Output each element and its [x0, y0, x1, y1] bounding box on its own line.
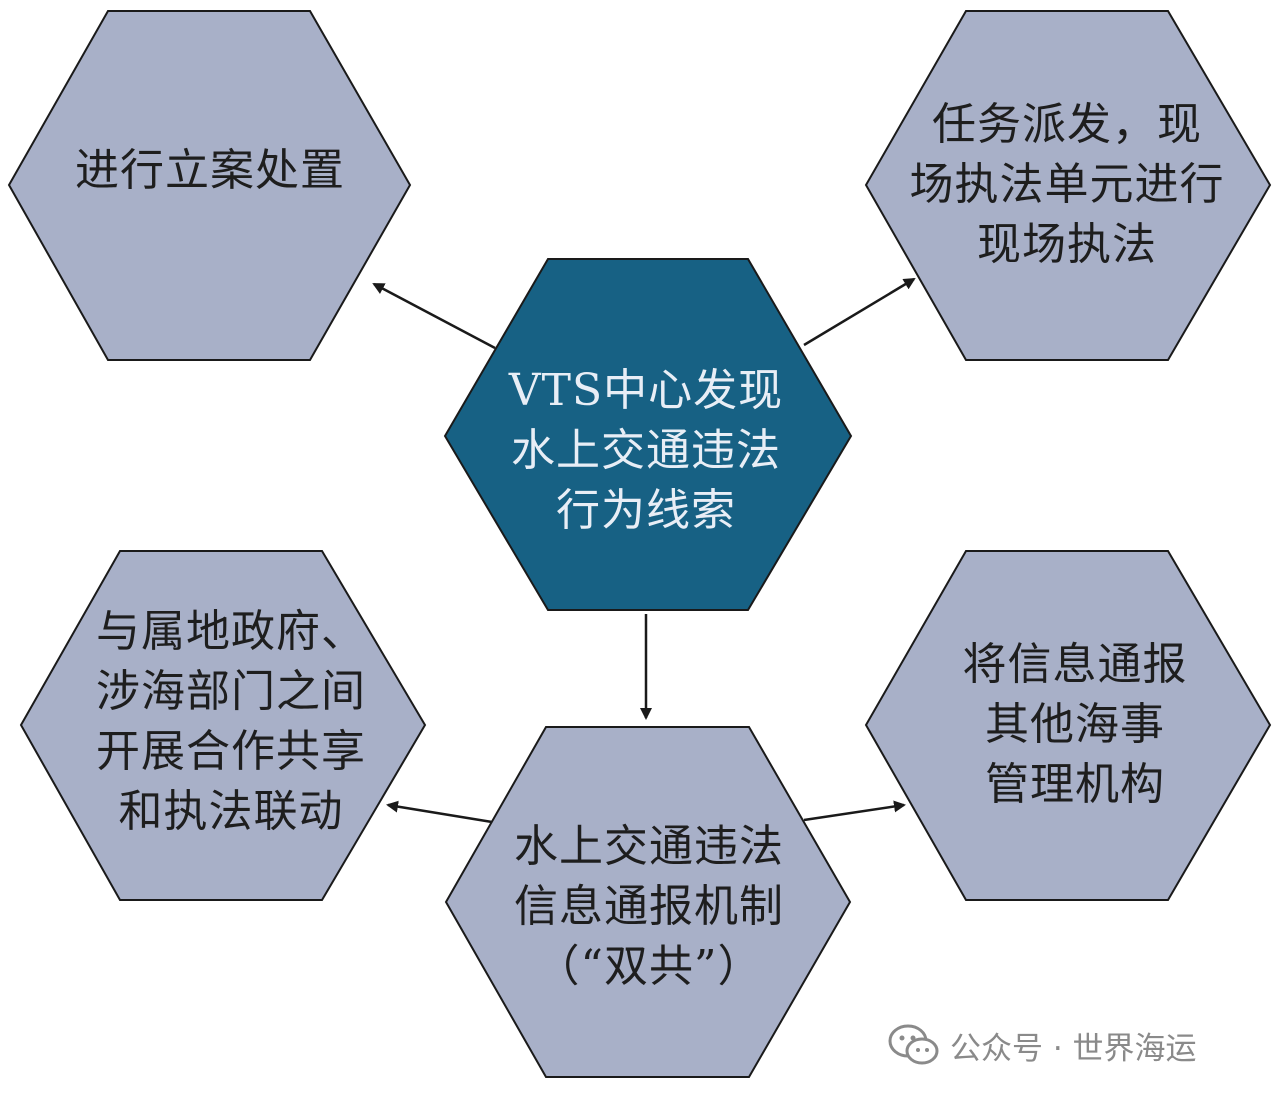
arrow-to-top-left	[372, 282, 496, 350]
node-bottom-center-line: 水上交通违法	[514, 821, 784, 872]
watermark: 公众号 · 世界海运	[888, 1020, 1197, 1070]
node-top-right-label: 任务派发，现 场执法单元进行 现场执法	[872, 94, 1262, 276]
node-bottom-left-line: 和执法联动	[118, 786, 344, 837]
node-top-left-label: 进行立案处置	[30, 136, 390, 206]
hex-bottom-right	[864, 550, 1272, 901]
arrow-to-top-right	[803, 277, 916, 347]
node-top-right-line: 现场执法	[977, 219, 1157, 270]
node-bottom-left-line: 涉海部门之间	[96, 666, 366, 717]
wechat-icon	[888, 1024, 939, 1065]
node-bottom-left-line: 与属地政府、	[96, 606, 366, 657]
node-center-line: VTS中心发现	[508, 365, 784, 416]
node-bottom-center-line: （“双共”）	[535, 941, 763, 992]
node-top-left-line: 进行立案处置	[75, 145, 345, 196]
node-bottom-right-line: 将信息通报	[962, 639, 1188, 690]
node-top-right-line: 任务派发，现	[932, 99, 1202, 150]
hex-top-right	[864, 10, 1272, 361]
node-center-line: 行为线索	[556, 485, 736, 536]
arrow-to-bottom-right	[803, 800, 906, 822]
node-center-line: 水上交通违法	[511, 425, 781, 476]
node-bottom-center-label: 水上交通违法 信息通报机制 （“双共”）	[464, 816, 834, 998]
hex-bottom-left	[19, 550, 427, 901]
node-bottom-right-line: 其他海事	[985, 699, 1165, 750]
node-bottom-left-line: 开展合作共享	[96, 726, 366, 777]
node-top-right-line: 场执法单元进行	[909, 159, 1225, 210]
node-bottom-left-label: 与属地政府、 涉海部门之间 开展合作共享 和执法联动	[36, 600, 426, 844]
node-bottom-center-line: 信息通报机制	[514, 881, 784, 932]
node-bottom-right-line: 管理机构	[985, 759, 1165, 810]
hex-bottom-center	[444, 726, 852, 1078]
hex-top-left	[7, 10, 412, 361]
node-bottom-right-label: 将信息通报 其他海事 管理机构	[890, 634, 1260, 816]
watermark-text: 公众号 · 世界海运	[950, 1030, 1197, 1067]
arrow-to-bottom-left	[386, 800, 493, 824]
node-center-label: VTS中心发现 水上交通违法 行为线索	[466, 360, 826, 542]
hex-center	[443, 258, 853, 611]
